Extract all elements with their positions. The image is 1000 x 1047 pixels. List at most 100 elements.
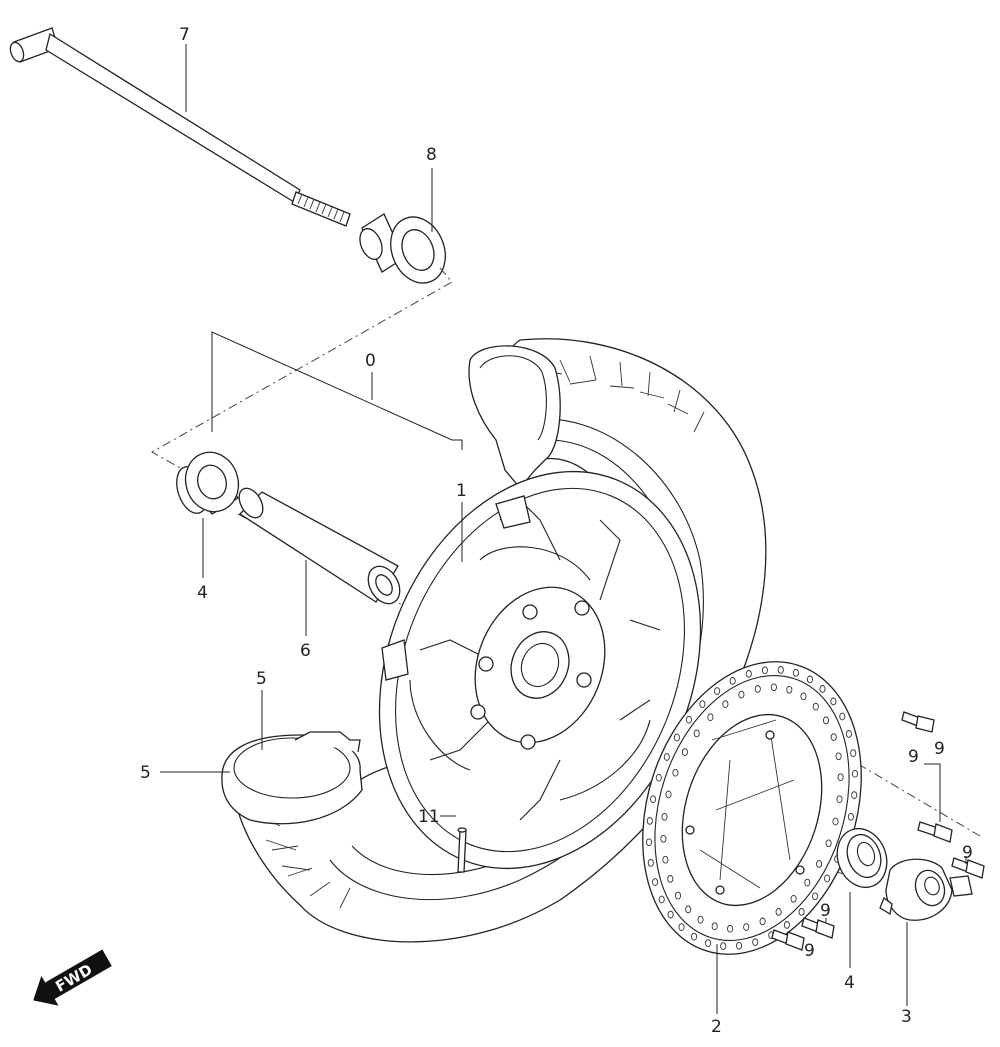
part-9-bolt-e <box>771 929 805 951</box>
drill-hole <box>681 748 688 756</box>
drill-hole <box>655 773 662 782</box>
callout-numbers: 7 8 0 1 4 6 5 5 11 2 4 3 9 9 9 9 9 <box>140 25 973 1037</box>
drill-hole <box>673 733 680 742</box>
callout-4-right: 4 <box>844 973 855 993</box>
drill-hole <box>691 932 698 941</box>
leader-lines <box>160 44 967 1014</box>
drill-hole <box>699 700 706 708</box>
part-11-valve <box>440 815 467 873</box>
drill-hole <box>825 839 832 848</box>
part-9-bolt-c <box>951 857 985 879</box>
callout-9-c: 9 <box>962 843 973 863</box>
drill-hole <box>775 908 782 916</box>
callout-5-left: 5 <box>140 763 151 783</box>
fwd-label: FWD <box>52 960 95 995</box>
part-9-bolt-a <box>901 711 935 733</box>
wheel-assembly <box>221 338 767 943</box>
drill-hole <box>761 666 768 675</box>
drill-hole <box>714 687 721 695</box>
drill-hole <box>672 768 679 777</box>
part-3-gear-housing <box>879 858 973 921</box>
drill-hole <box>837 773 844 782</box>
drill-hole <box>792 669 799 677</box>
callout-9-e: 9 <box>804 941 815 961</box>
drill-hole <box>800 692 807 701</box>
drill-hole <box>650 795 657 804</box>
drill-hole <box>720 942 727 950</box>
drill-hole <box>646 817 653 825</box>
callout-5-top: 5 <box>256 669 267 689</box>
drill-hole <box>806 675 813 684</box>
part-9-bolt-b <box>917 821 953 843</box>
drill-hole <box>812 892 819 901</box>
callout-3: 3 <box>901 1007 912 1027</box>
drill-hole <box>812 702 819 711</box>
assembly-bracket <box>211 331 463 450</box>
drill-hole <box>804 878 811 887</box>
drill-hole <box>722 700 729 708</box>
drill-hole <box>745 670 752 678</box>
drill-hole <box>845 730 852 738</box>
callout-9-a: 9 <box>908 747 919 767</box>
drill-hole <box>705 939 712 947</box>
drill-hole <box>754 685 761 693</box>
fwd-direction-arrow: FWD <box>33 949 112 1006</box>
drill-hole <box>662 855 669 864</box>
drill-hole <box>822 716 830 725</box>
disc-drill-holes <box>645 666 859 950</box>
part-9-bolt-d <box>801 917 835 939</box>
drill-hole <box>738 690 745 699</box>
drill-hole <box>798 908 805 916</box>
drill-hole <box>847 812 854 821</box>
drill-hole <box>786 685 793 694</box>
drill-hole <box>830 697 837 706</box>
drill-hole <box>665 790 672 799</box>
drill-hole <box>752 938 759 946</box>
drill-hole <box>736 941 743 950</box>
drill-hole <box>674 891 682 900</box>
arrow-icon <box>33 949 112 1006</box>
drill-hole <box>667 910 674 919</box>
drill-hole <box>835 752 842 761</box>
drill-hole <box>836 795 843 804</box>
drill-hole <box>707 713 714 722</box>
drill-hole <box>727 924 734 933</box>
callout-2: 2 <box>711 1017 722 1037</box>
drill-hole <box>830 733 837 741</box>
drill-hole <box>729 677 736 685</box>
drill-hole <box>660 834 667 843</box>
callout-6: 6 <box>300 641 311 661</box>
drill-hole <box>678 923 685 931</box>
part-8-collar <box>359 213 446 284</box>
drill-hole <box>661 812 668 821</box>
drill-hole <box>759 917 766 926</box>
callout-1: 1 <box>456 481 467 501</box>
callout-11: 11 <box>418 807 440 827</box>
drill-hole <box>783 921 790 929</box>
drill-hole <box>647 859 654 867</box>
drill-hole <box>685 715 692 724</box>
drill-hole <box>743 923 750 931</box>
drill-hole <box>819 685 826 693</box>
drill-hole <box>770 683 777 692</box>
drill-hole <box>816 860 823 868</box>
drill-hole <box>697 915 704 924</box>
part-6-spacer-tube <box>238 487 401 605</box>
callout-7: 7 <box>179 25 190 45</box>
drill-hole <box>711 922 718 931</box>
drill-hole <box>851 769 859 778</box>
drill-hole <box>790 894 797 903</box>
drill-hole <box>824 874 831 883</box>
part-7-axle <box>9 27 351 227</box>
drill-hole <box>693 729 700 738</box>
callout-9-b: 9 <box>934 739 945 759</box>
callout-0: 0 <box>365 351 376 371</box>
callout-4-left: 4 <box>197 583 208 603</box>
drill-hole <box>663 753 670 761</box>
drill-hole <box>645 838 653 847</box>
drill-hole <box>685 905 692 914</box>
drill-hole <box>652 878 659 886</box>
drill-hole <box>850 749 857 757</box>
